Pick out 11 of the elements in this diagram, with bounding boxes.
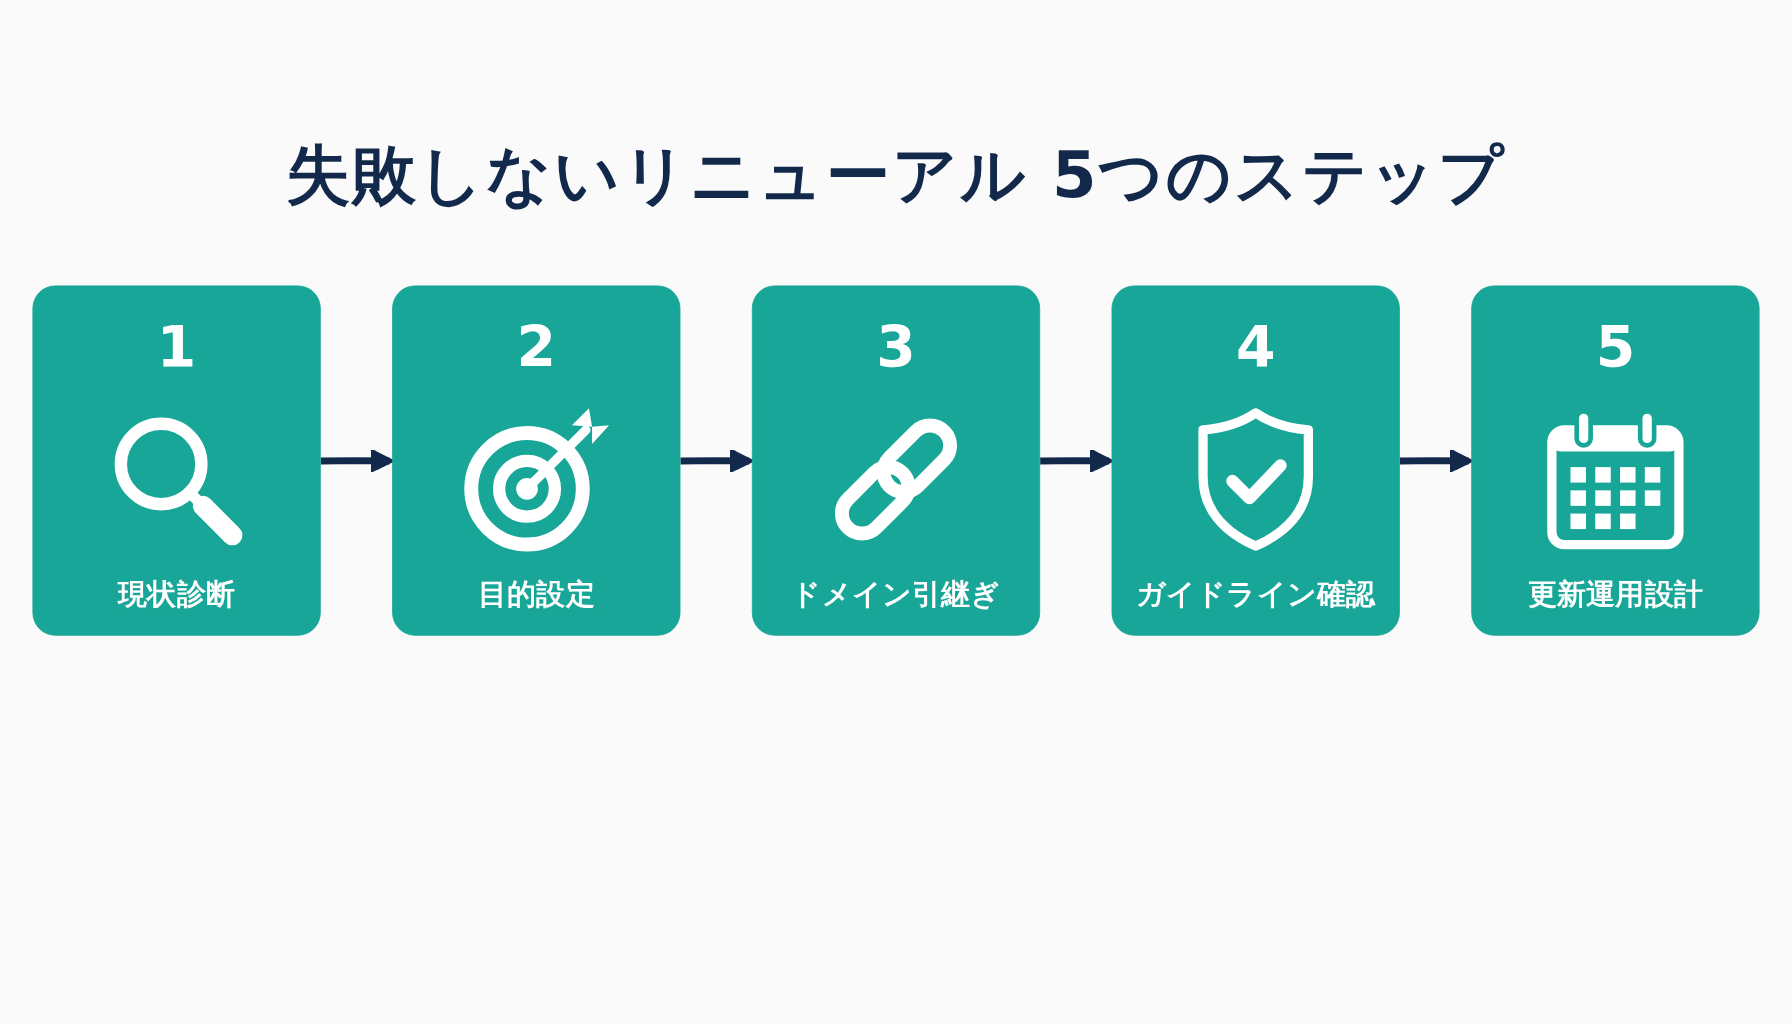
step-label: 更新運用設計	[1527, 576, 1704, 612]
step-number: 2	[516, 314, 557, 381]
step-label: 目的設定	[477, 576, 595, 612]
diagram-title: 失敗しないリニューアル 5つのステップ	[285, 137, 1507, 214]
step-label: 現状診断	[118, 576, 236, 612]
step-number: 1	[156, 314, 197, 381]
step-number: 3	[876, 314, 916, 381]
step-number: 5	[1595, 314, 1636, 381]
step-label: ドメイン引継ぎ	[791, 576, 1001, 612]
step-label: ガイドライン確認	[1136, 576, 1376, 612]
step-number: 4	[1235, 314, 1276, 381]
